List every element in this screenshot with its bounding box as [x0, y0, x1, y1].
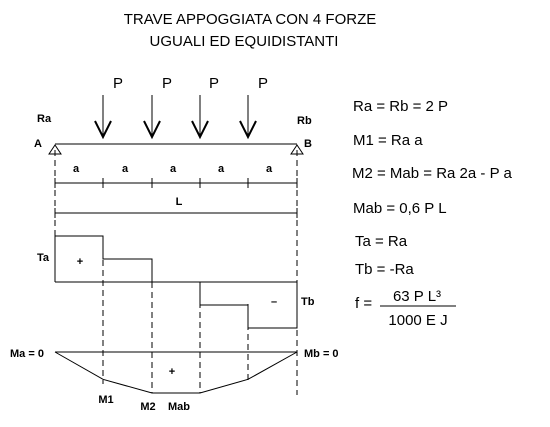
force-label-1: P — [113, 75, 123, 92]
span-label-3: a — [170, 163, 177, 175]
formula-mab: Mab = 0,6 P L — [353, 200, 447, 217]
formula-ta: Ta = Ra — [355, 233, 408, 250]
shear-b-label: Tb — [301, 296, 315, 308]
support-a-label: A — [34, 138, 42, 150]
force-label-3: P — [209, 75, 219, 92]
moment-m1-label: M1 — [98, 394, 113, 406]
span-ticks — [54, 178, 298, 188]
moment-diagram — [54, 351, 298, 394]
shear-a-label: Ta — [37, 252, 50, 264]
formula-tb: Tb = -Ra — [355, 261, 414, 278]
formula-deflection-denominator: 1000 E J — [388, 312, 447, 329]
shear-diagram — [54, 235, 298, 329]
formula-m2: M2 = Mab = Ra 2a - P a — [352, 165, 512, 182]
reaction-a-label: Ra — [37, 113, 52, 125]
formula-m1: M1 = Ra a — [353, 132, 423, 149]
force-arrow-2 — [143, 95, 161, 140]
force-arrow-4 — [239, 95, 257, 140]
force-label-4: P — [258, 75, 268, 92]
title-line-1: TRAVE APPOGGIATA CON 4 FORZE — [124, 11, 377, 28]
span-label-1: a — [73, 163, 80, 175]
projection-lines — [54, 150, 298, 395]
length-label: L — [176, 196, 183, 208]
force-label-2: P — [162, 75, 172, 92]
shear-positive-sign: + — [77, 256, 83, 268]
support-b-label: B — [304, 138, 312, 150]
moment-m2-label: M2 — [140, 401, 155, 413]
span-label-4: a — [218, 163, 225, 175]
span-label-2: a — [122, 163, 129, 175]
moment-sign: + — [169, 366, 175, 378]
shear-negative-sign: – — [271, 296, 277, 308]
title-line-2: UGUALI ED EQUIDISTANTI — [150, 33, 339, 50]
moment-mab-label: Mab — [168, 401, 190, 413]
formula-deflection-lhs: f = — [355, 295, 372, 312]
force-arrow-3 — [191, 95, 209, 140]
moment-b-label: Mb = 0 — [304, 348, 339, 360]
force-arrow-1 — [94, 95, 112, 140]
formula-reactions: Ra = Rb = 2 P — [353, 98, 448, 115]
span-label-5: a — [266, 163, 273, 175]
formula-deflection-numerator: 63 P L³ — [393, 288, 441, 305]
reaction-b-label: Rb — [297, 115, 312, 127]
moment-a-label: Ma = 0 — [10, 348, 44, 360]
